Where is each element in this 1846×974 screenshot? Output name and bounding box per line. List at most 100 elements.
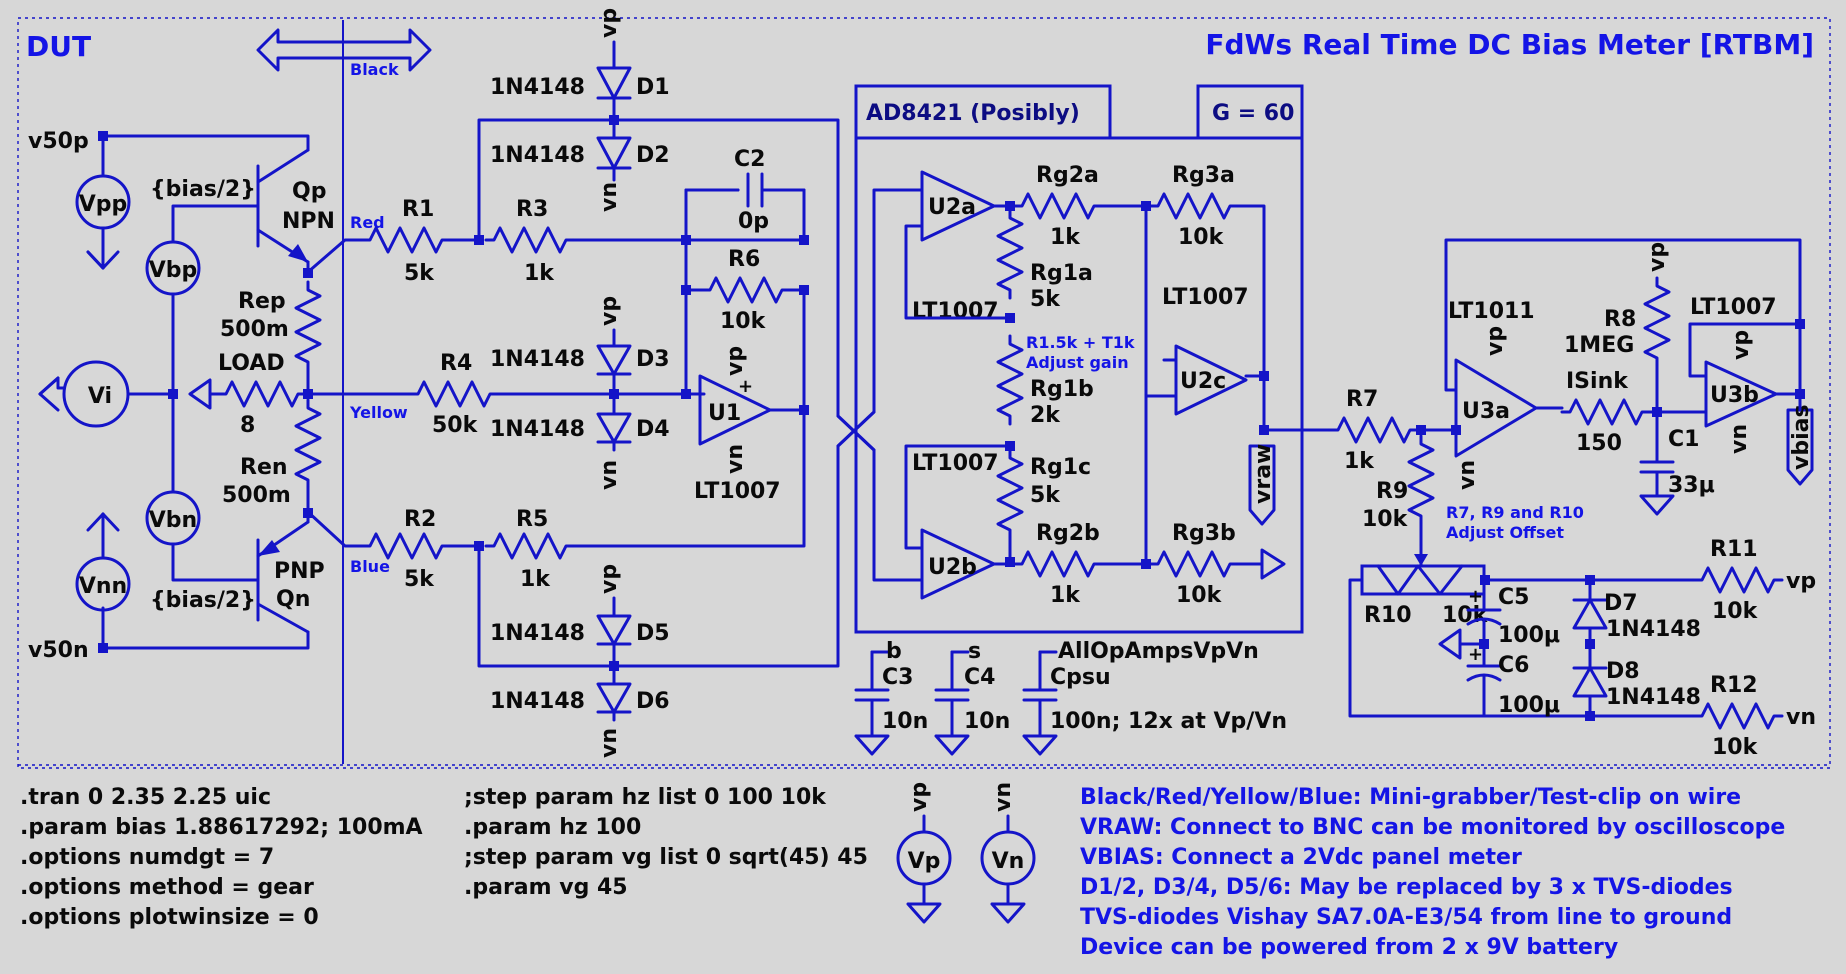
u2b-part: LT1007: [912, 451, 999, 476]
r12-vn: vn: [1786, 705, 1816, 730]
d7-name: D7: [1604, 591, 1638, 616]
r6-value: 10k: [720, 309, 767, 334]
source-vpp: Vpp: [79, 192, 128, 217]
bias-half-bottom: {bias/2}: [150, 588, 256, 613]
source-vi: Vi: [88, 384, 112, 409]
load-value: 8: [240, 413, 255, 438]
directive-line: .tran 0 2.35 2.25 uic: [20, 785, 271, 810]
u2c-part: LT1007: [1162, 285, 1249, 310]
r4-value: 50k: [432, 413, 479, 438]
rg3b-name: Rg3b: [1172, 521, 1236, 546]
r10-name: R10: [1364, 603, 1412, 628]
note-line: TVS-diodes Vishay SA7.0A-E3/54 from line…: [1080, 905, 1732, 930]
r2-value: 5k: [404, 567, 435, 592]
u1-vn: vn: [723, 444, 748, 474]
decoupling: b C3 10n s C4 10n AllOpAmpsVpVn Cpsu 100…: [854, 639, 1287, 756]
inamp-title: AD8421 (Posibly): [866, 101, 1080, 126]
transistor-qn-type: PNP: [274, 559, 325, 584]
u2b-name: U2b: [928, 555, 977, 580]
source-vbp: Vbp: [149, 258, 198, 283]
probe-black: Black: [350, 60, 399, 79]
d5-part: 1N4148: [490, 621, 585, 646]
u3b-part: LT1007: [1690, 295, 1777, 320]
cpsu-name: Cpsu: [1050, 665, 1111, 690]
directive-line: .options plotwinsize = 0: [20, 905, 319, 930]
rg1c-value: 5k: [1030, 483, 1061, 508]
dut-label: DUT: [26, 30, 91, 63]
note-line: Device can be powered from 2 x 9V batter…: [1080, 935, 1618, 960]
c6-value: 100μ: [1498, 693, 1560, 718]
rg2a-name: Rg2a: [1036, 163, 1099, 188]
r5-value: 1k: [520, 567, 551, 592]
c1-value: 33μ: [1668, 473, 1715, 498]
r1-name: R1: [402, 197, 434, 222]
u3a-vp: vp: [1483, 326, 1508, 356]
rep-value: 500m: [220, 317, 289, 342]
u2a-name: U2a: [928, 195, 976, 220]
d1-part: 1N4148: [490, 75, 585, 100]
vn-source-net: vn: [991, 782, 1016, 812]
r2-name: R2: [404, 507, 436, 532]
transistor-qn-name: Qn: [276, 587, 310, 612]
isink-value: 150: [1576, 431, 1622, 456]
r8-name: R8: [1604, 307, 1636, 332]
offset-note-2: Adjust Offset: [1446, 523, 1564, 542]
note-line: VBIAS: Connect a 2Vdc panel meter: [1080, 845, 1522, 870]
note-line: D1/2, D3/4, D5/6: May be replaced by 3 x…: [1080, 875, 1733, 900]
r7-value: 1k: [1344, 449, 1375, 474]
rg3a-name: Rg3a: [1172, 163, 1235, 188]
spice-directives-col1: .tran 0 2.35 2.25 uic .param bias 1.8861…: [20, 785, 423, 930]
cpsu-value: 100n; 12x at Vp/Vn: [1050, 709, 1287, 734]
ren-value: 500m: [222, 483, 291, 508]
directive-line: .param bias 1.88617292; 100mA: [20, 815, 423, 840]
offset-network: R10 10k + + C5 100μ C6 100μ D7 1N4148: [1348, 537, 1816, 760]
c4-name: C4: [964, 665, 995, 690]
rg3b-value: 10k: [1176, 583, 1223, 608]
rg2b-value: 1k: [1050, 583, 1081, 608]
d3-name: D3: [636, 347, 670, 372]
directive-line: .options numdgt = 7: [20, 845, 274, 870]
u1-name: U1: [708, 401, 741, 426]
u3b-name: U3b: [1710, 383, 1759, 408]
d1-name: D1: [636, 75, 670, 100]
rg1a-value: 5k: [1030, 287, 1061, 312]
rg3a-value: 10k: [1178, 225, 1225, 250]
diode-d5-d6: vp vn 1N4148 D5 1N4148 D6: [490, 564, 670, 758]
schematic-title: FdWs Real Time DC Bias Meter [RTBM]: [1205, 28, 1814, 61]
probe-blue: Blue: [350, 557, 390, 576]
notes: Black/Red/Yellow/Blue: Mini-grabber/Test…: [1080, 785, 1785, 960]
net-b: b: [886, 639, 902, 664]
d1-vp: vp: [597, 8, 622, 38]
r8-vp: vp: [1645, 242, 1670, 272]
frame-border: [17, 17, 1831, 769]
note-line: VRAW: Connect to BNC can be monitored by…: [1080, 815, 1785, 840]
net-allopamps: AllOpAmpsVpVn: [1058, 639, 1259, 664]
r7-name: R7: [1346, 387, 1378, 412]
diode-d3-d4: vp vn 1N4148 D3 1N4148 D4: [490, 296, 670, 490]
c6-plus-pin: +: [1468, 644, 1483, 665]
d3-part: 1N4148: [490, 347, 585, 372]
net-v50n: v50n: [28, 638, 89, 663]
directive-line: .param hz 100: [464, 815, 641, 840]
net-vbias: vbias: [1789, 404, 1814, 470]
rg2a-value: 1k: [1050, 225, 1081, 250]
diode-d1-d2: vp vn 1N4148 D1 1N4148 D2: [490, 8, 670, 212]
directive-line: .param vg 45: [464, 875, 628, 900]
transistor-qp-type: NPN: [282, 209, 335, 234]
d6-part: 1N4148: [490, 689, 585, 714]
source-vnn: Vnn: [79, 574, 127, 599]
load-name: LOAD: [218, 351, 285, 376]
d6-name: D6: [636, 689, 670, 714]
c2-value: 0p: [738, 209, 769, 234]
c6-name: C6: [1498, 653, 1529, 678]
r9-value: 10k: [1362, 507, 1409, 532]
d8-part: 1N4148: [1606, 685, 1701, 710]
d4-vn: vn: [597, 460, 622, 490]
rep-name: Rep: [238, 289, 286, 314]
c1-name: C1: [1668, 427, 1699, 452]
source-vn: Vn: [992, 849, 1025, 874]
isink-name: ISink: [1566, 369, 1629, 394]
c4-value: 10n: [964, 709, 1010, 734]
r8-value: 1MEG: [1564, 333, 1634, 358]
directive-line: ;step param hz list 0 100 10k: [464, 785, 827, 810]
